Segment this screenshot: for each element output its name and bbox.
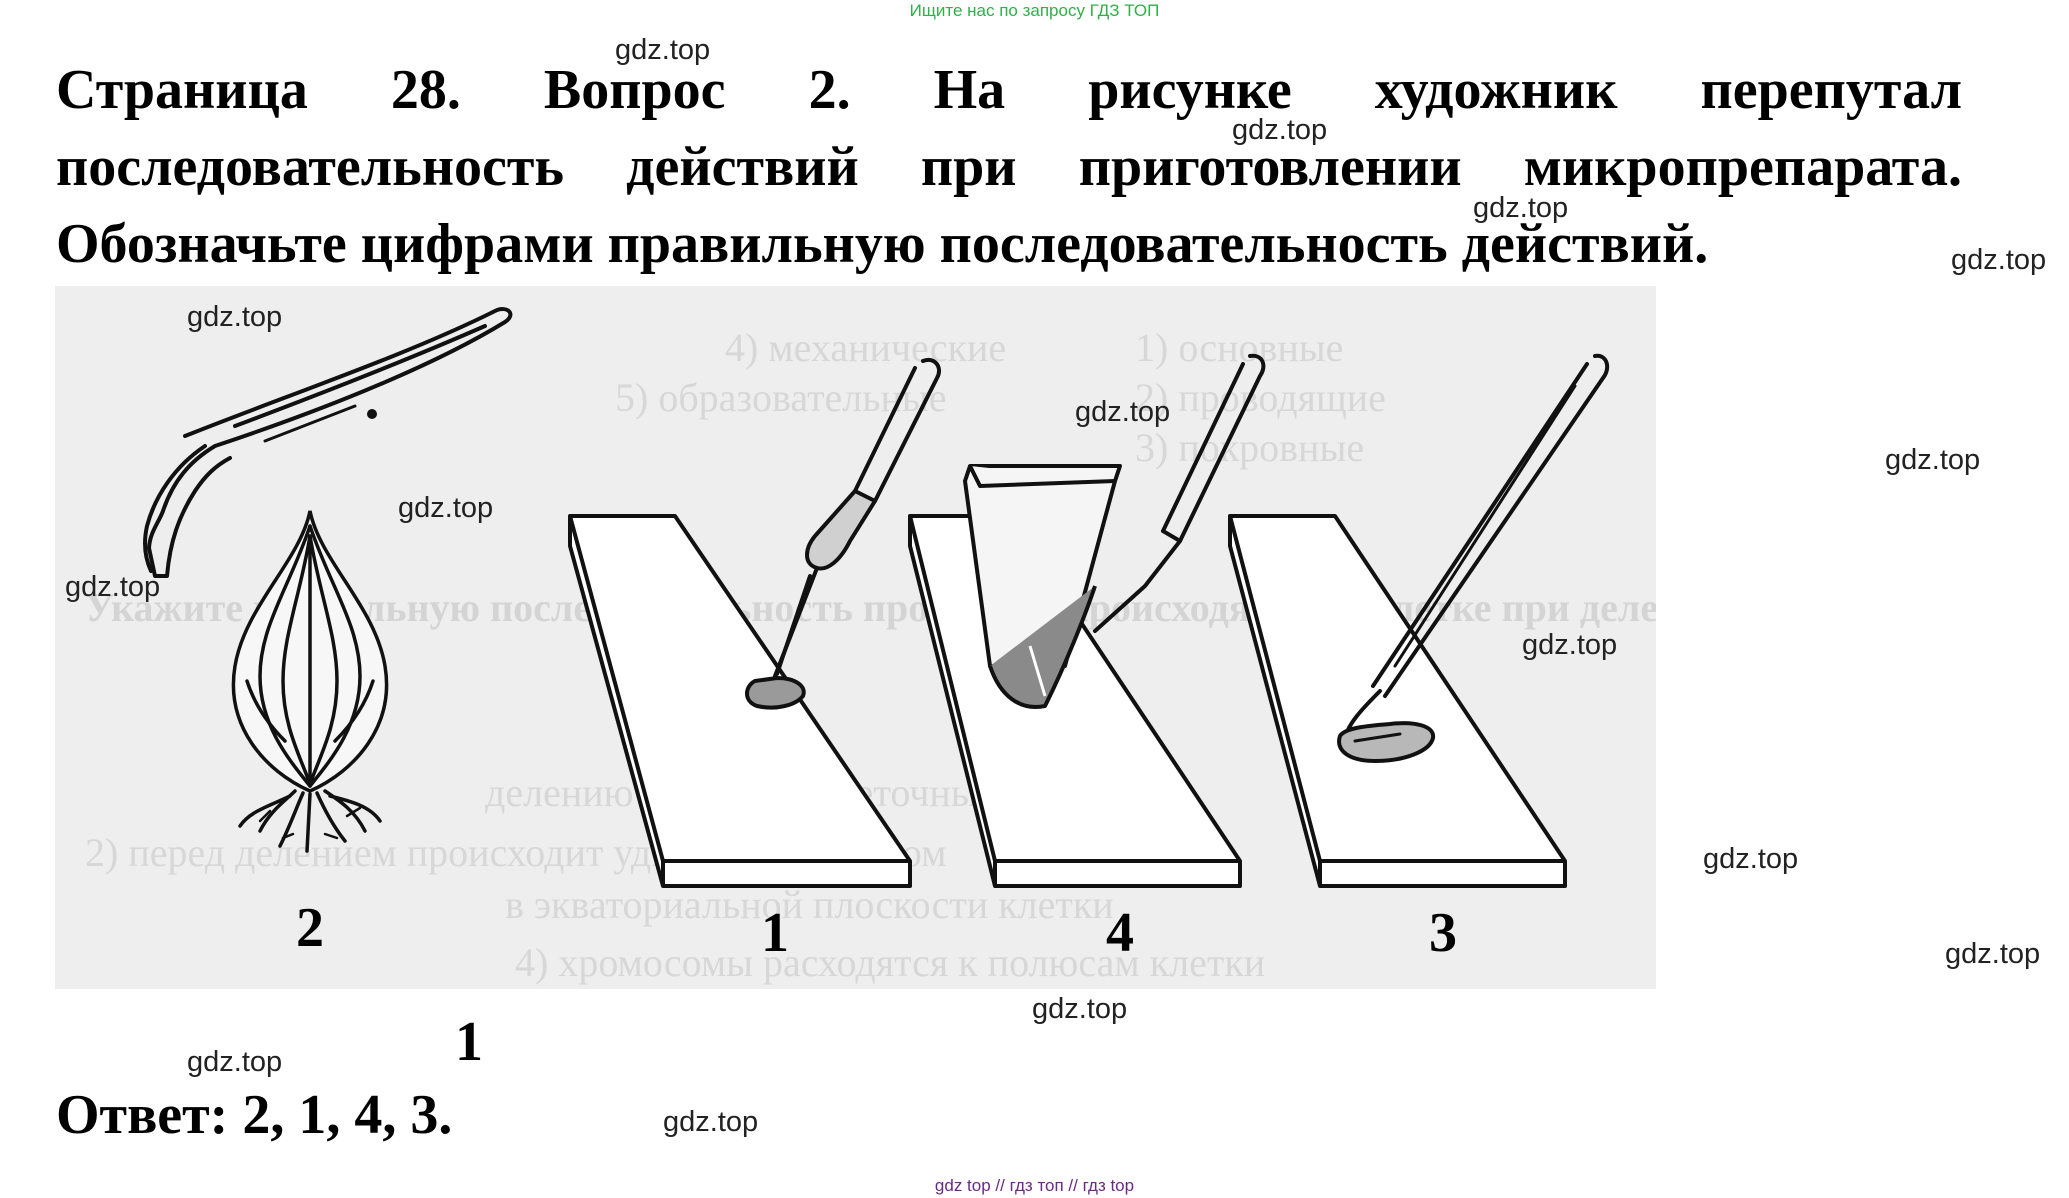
dissecting-needle-icon bbox=[1093, 353, 1266, 633]
bg-text-line: 3) покровные bbox=[1135, 425, 1364, 470]
tweezers-with-skin-icon bbox=[1337, 353, 1610, 763]
watermark: gdz.top bbox=[1232, 114, 1328, 146]
watermark: gdz.top bbox=[65, 571, 161, 603]
figure-illustration: 2) проводящие 3) покровные 1) основные 4… bbox=[85, 307, 1656, 985]
watermark: gdz.top bbox=[187, 301, 283, 333]
coverslip-icon bbox=[963, 464, 1122, 709]
watermark: gdz.top bbox=[663, 1106, 759, 1138]
watermark: gdz.top bbox=[187, 1046, 283, 1078]
watermark: gdz.top bbox=[1703, 843, 1799, 875]
glass-slide-icon bbox=[1228, 514, 1567, 888]
bg-text-line: 1) основные bbox=[1135, 325, 1343, 370]
watermark: gdz.top bbox=[615, 34, 711, 66]
watermark: gdz.top bbox=[398, 492, 494, 524]
bg-text-line: в экваториальной плоскости клетки bbox=[505, 882, 1114, 927]
figure-label-4: 4 bbox=[1106, 902, 1134, 964]
top-banner[interactable]: Ищите нас по запросу ГДЗ ТОП bbox=[909, 1, 1160, 20]
watermark: gdz.top bbox=[1075, 396, 1171, 428]
figure-label-2: 2 bbox=[296, 897, 324, 959]
watermark: gdz.top bbox=[1885, 444, 1981, 476]
stray-number: 1 bbox=[455, 1011, 483, 1073]
figure-label-3: 3 bbox=[1429, 902, 1457, 964]
bg-text-line: 4) хромосомы расходятся к полюсам клетки bbox=[515, 940, 1265, 985]
answer-text: Ответ: 2, 1, 4, 3. bbox=[56, 1084, 453, 1146]
watermark: gdz.top bbox=[1945, 938, 2041, 970]
watermark: gdz.top bbox=[1522, 629, 1618, 661]
footer-links[interactable]: gdz top // гдз топ // гдз top bbox=[934, 1176, 1135, 1195]
onion-bulb-icon bbox=[231, 510, 389, 853]
glass-slide-icon bbox=[568, 514, 912, 888]
bg-text-line: 4) механические bbox=[725, 325, 1006, 370]
pipette-icon bbox=[745, 357, 942, 710]
watermark: gdz.top bbox=[1032, 993, 1128, 1025]
watermark: gdz.top bbox=[1473, 192, 1569, 224]
bg-text-line: 2) проводящие bbox=[1135, 375, 1386, 420]
question-text: Страница 28. Вопрос 2. На рисунке художн… bbox=[56, 59, 1962, 275]
figure-micropreparation-steps: 2) проводящие 3) покровные 1) основные 4… bbox=[55, 286, 1656, 989]
figure-label-1: 1 bbox=[761, 902, 789, 964]
watermark: gdz.top bbox=[1951, 244, 2047, 276]
bg-text-line: 5) образовательные bbox=[615, 375, 947, 420]
tweezers-icon bbox=[142, 307, 513, 578]
